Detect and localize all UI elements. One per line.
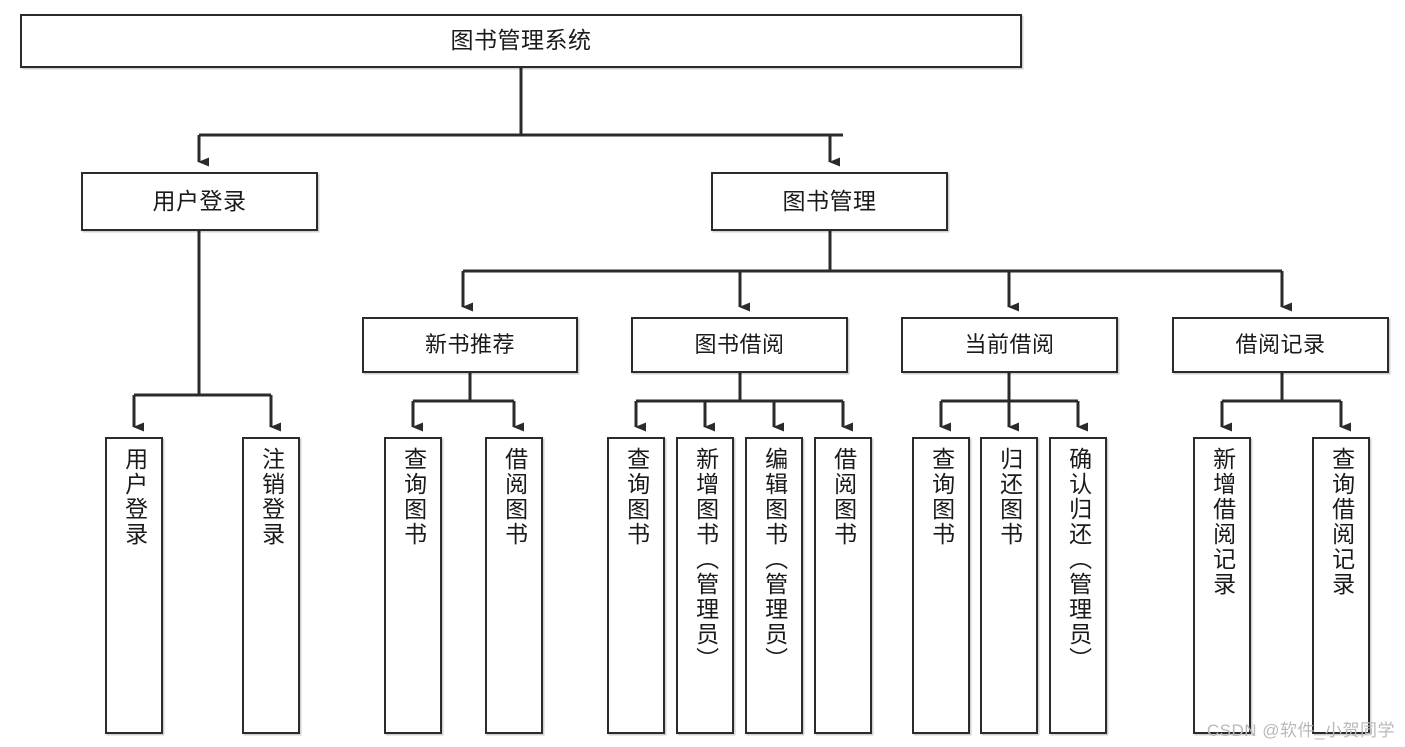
node-current-borrow[interactable]: 当前借阅 bbox=[901, 317, 1118, 373]
leaf-borrow-book-2[interactable]: 借阅图书 bbox=[814, 437, 872, 734]
leaf-query-record[interactable]: 查询借阅记录 bbox=[1312, 437, 1370, 734]
leaf-query-book-2[interactable]: 查询图书 bbox=[607, 437, 665, 734]
node-current-borrow-label: 当前借阅 bbox=[964, 331, 1055, 357]
node-new-book-recommend[interactable]: 新书推荐 bbox=[362, 317, 578, 373]
leaf-user-logout-label: 注销登录 bbox=[258, 447, 285, 547]
node-book-borrow[interactable]: 图书借阅 bbox=[631, 317, 848, 373]
leaf-borrow-book-1[interactable]: 借阅图书 bbox=[485, 437, 543, 734]
leaf-user-logout[interactable]: 注销登录 bbox=[242, 437, 300, 734]
leaf-add-book[interactable]: 新增图书（管理员） bbox=[676, 437, 734, 734]
leaf-edit-book-label: 编辑图书（管理员） bbox=[761, 447, 788, 672]
leaf-borrow-book-2-label: 借阅图书 bbox=[830, 447, 857, 547]
node-user-login[interactable]: 用户登录 bbox=[81, 172, 318, 231]
node-book-borrow-label: 图书借阅 bbox=[694, 331, 785, 357]
node-user-login-label: 用户登录 bbox=[152, 187, 247, 214]
leaf-user-login-label: 用户登录 bbox=[121, 447, 148, 547]
node-borrow-record-label: 借阅记录 bbox=[1235, 331, 1326, 357]
leaf-query-book-3[interactable]: 查询图书 bbox=[912, 437, 970, 734]
leaf-query-book-3-label: 查询图书 bbox=[928, 447, 955, 547]
leaf-query-book-1-label: 查询图书 bbox=[400, 447, 427, 547]
leaf-query-book-2-label: 查询图书 bbox=[623, 447, 650, 547]
leaf-query-record-label: 查询借阅记录 bbox=[1328, 447, 1355, 597]
node-new-book-recommend-label: 新书推荐 bbox=[424, 331, 515, 357]
node-borrow-record[interactable]: 借阅记录 bbox=[1172, 317, 1389, 373]
leaf-borrow-book-1-label: 借阅图书 bbox=[501, 447, 528, 547]
leaf-edit-book[interactable]: 编辑图书（管理员） bbox=[745, 437, 803, 734]
leaf-add-record[interactable]: 新增借阅记录 bbox=[1193, 437, 1251, 734]
node-book-management-label: 图书管理 bbox=[782, 187, 877, 214]
leaf-user-login[interactable]: 用户登录 bbox=[105, 437, 163, 734]
node-root-label: 图书管理系统 bbox=[450, 27, 592, 54]
leaf-query-book-1[interactable]: 查询图书 bbox=[384, 437, 442, 734]
leaf-add-book-label: 新增图书（管理员） bbox=[692, 447, 719, 672]
node-book-management[interactable]: 图书管理 bbox=[711, 172, 948, 231]
node-root[interactable]: 图书管理系统 bbox=[20, 14, 1022, 68]
leaf-add-record-label: 新增借阅记录 bbox=[1209, 447, 1236, 597]
leaf-confirm-return-label: 确认归还（管理员） bbox=[1065, 447, 1092, 672]
leaf-return-book-label: 归还图书 bbox=[996, 447, 1023, 547]
csdn-watermark: CSDN @软件_小贺同学 bbox=[1206, 721, 1395, 740]
leaf-confirm-return[interactable]: 确认归还（管理员） bbox=[1049, 437, 1107, 734]
leaf-return-book[interactable]: 归还图书 bbox=[980, 437, 1038, 734]
